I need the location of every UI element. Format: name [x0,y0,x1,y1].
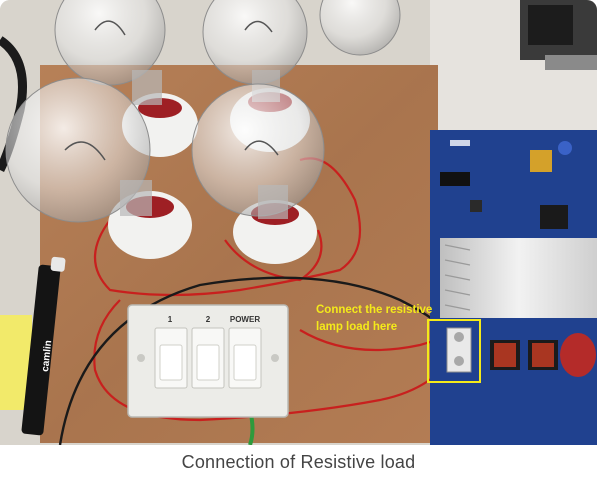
annotation-line-2: lamp load here [316,321,397,333]
inverter-pcb [430,130,597,445]
red-wire [224,229,323,282]
black-wire [58,276,456,445]
red-wire [93,299,456,422]
terminal-highlight-box [427,319,481,383]
resistive-load-photo: 1 2 POWER camlin [0,0,597,445]
heatsink [440,238,597,318]
annotation-line-1: Connect the resistive [316,304,432,316]
switch-label-power: POWER [230,315,260,324]
switch-label-1: 1 [168,315,173,324]
figure-caption: Connection of Resistive load [181,452,416,472]
light-bulb [54,0,166,105]
light-bulb [5,77,152,223]
switch-box: 1 2 POWER [127,304,289,418]
switch-label-2: 2 [206,315,211,324]
light-bulb [319,0,401,56]
marker-pen: camlin [21,256,66,436]
light-bulb [191,83,325,219]
capacitor [560,333,596,377]
red-wire [93,157,362,297]
marker-brand: camlin [40,340,54,373]
